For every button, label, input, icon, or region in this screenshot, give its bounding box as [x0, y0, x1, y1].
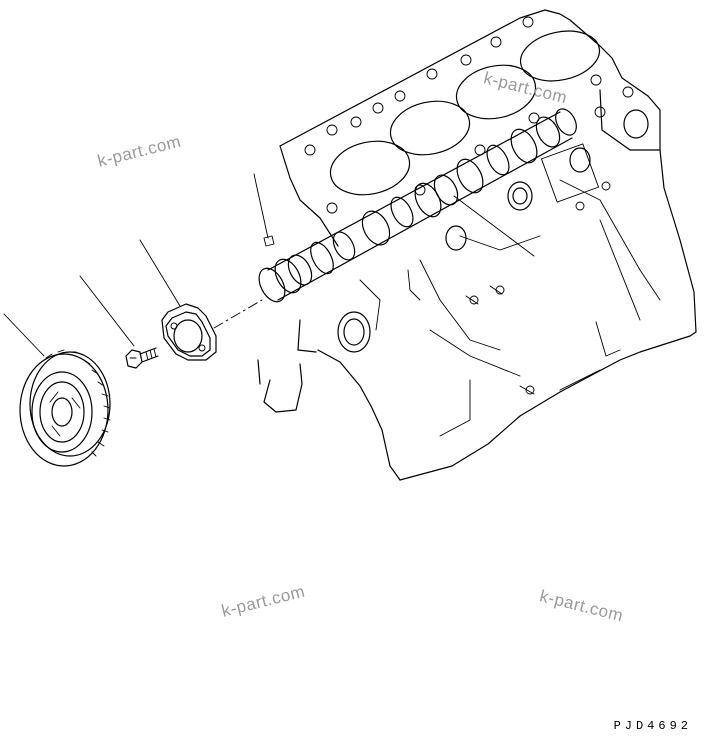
drawing-code: PJD4692	[613, 719, 692, 733]
leader-lines	[3, 173, 535, 357]
camshaft	[258, 108, 577, 303]
thrust-plate	[161, 303, 217, 361]
engine-block	[257, 9, 697, 481]
cam-gear	[19, 349, 111, 467]
bolt	[125, 347, 159, 369]
